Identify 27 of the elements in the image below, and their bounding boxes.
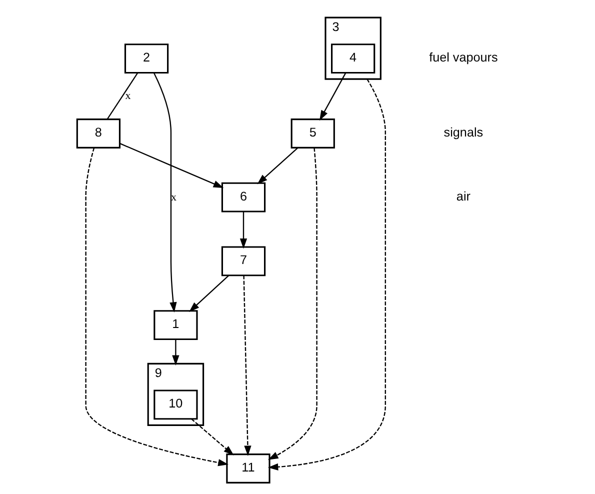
connector	[106, 72, 138, 120]
arrow	[191, 418, 234, 456]
arrow	[240, 212, 248, 249]
arrow	[268, 148, 318, 460]
edge-label: x	[170, 191, 176, 204]
node-box: 10	[154, 390, 198, 420]
legend-label: air	[456, 189, 470, 204]
arrow	[120, 142, 224, 188]
arrow	[243, 275, 252, 456]
node-box: 2	[124, 44, 169, 74]
legend-label: fuel vapours	[429, 50, 498, 65]
arrow	[257, 147, 298, 184]
arrow	[189, 275, 230, 312]
arrow	[268, 78, 386, 471]
node-box: 5	[290, 118, 335, 148]
arrow	[85, 148, 228, 466]
arrow	[153, 72, 177, 312]
arrow	[172, 339, 180, 366]
node-box: 6	[221, 182, 266, 212]
arrow	[319, 72, 346, 121]
legend-label: signals	[444, 125, 484, 140]
node-box: 4	[331, 44, 376, 74]
node-box: 1	[154, 310, 198, 340]
edge-label: x	[125, 90, 131, 102]
node-box: 7	[221, 246, 266, 276]
node-box: 11	[226, 454, 270, 484]
node-box: 8	[76, 118, 121, 148]
